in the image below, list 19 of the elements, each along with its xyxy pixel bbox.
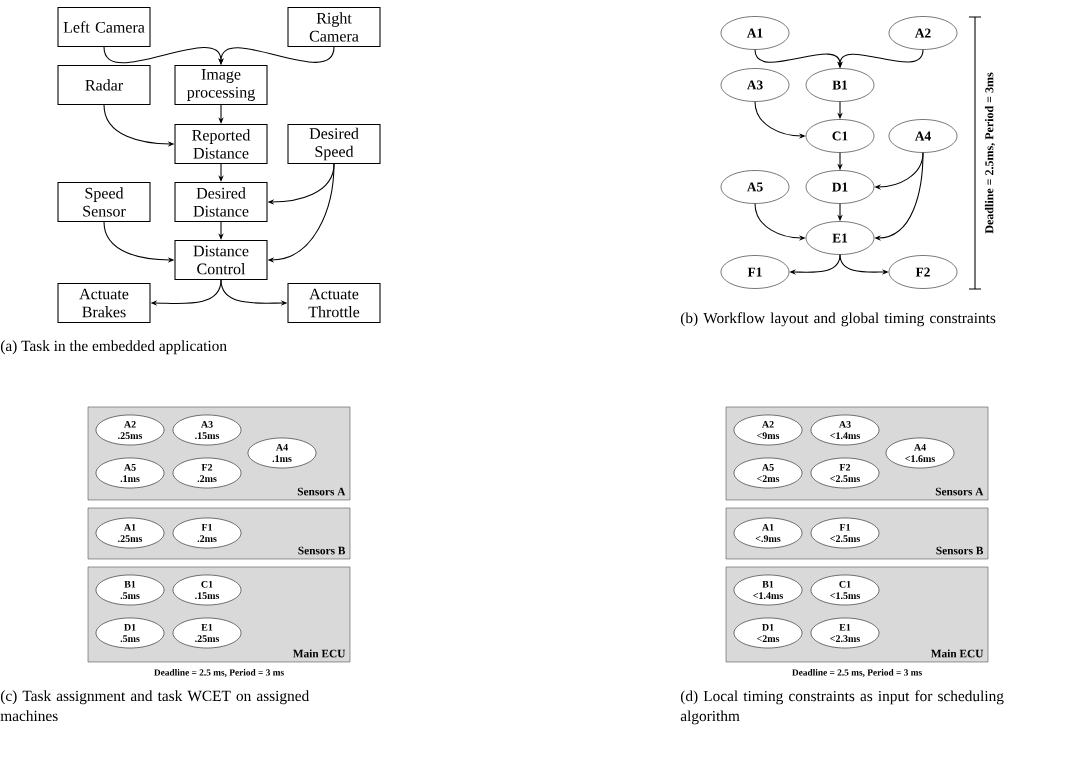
task-box: Reported Distance xyxy=(174,123,268,165)
task-box: Left Camera xyxy=(57,6,151,48)
caption: (b) Workflow layout and global timing constraints xyxy=(680,312,996,327)
task-box: Right Camera xyxy=(287,6,381,48)
task-box: Desired Distance xyxy=(174,181,268,223)
task-box: Actuate Brakes xyxy=(57,282,151,324)
task-box: Image processing xyxy=(174,64,268,106)
caption: (d) Local timing constraints as input for scheduling algorithm xyxy=(680,690,1004,725)
task-box: Desired Speed xyxy=(287,123,381,165)
caption: (c) Task assignment and task WCET on assigned machines xyxy=(0,690,310,722)
deadline-label: Deadline = 2.5ms, Period = 3ms xyxy=(984,72,996,234)
task-box: Distance Control xyxy=(174,239,268,281)
deadline-label: Deadline = 2.5 ms, Period = 3 ms xyxy=(792,669,922,677)
deadline-label: Deadline = 2.5 ms, Period = 3 ms xyxy=(154,669,284,677)
task-box: Actuate Throttle xyxy=(287,282,381,324)
caption: (a) Task in the embedded application xyxy=(0,340,227,355)
task-box: Speed Sensor xyxy=(57,181,151,223)
arrow xyxy=(103,46,224,65)
task-box: Radar xyxy=(57,64,151,106)
